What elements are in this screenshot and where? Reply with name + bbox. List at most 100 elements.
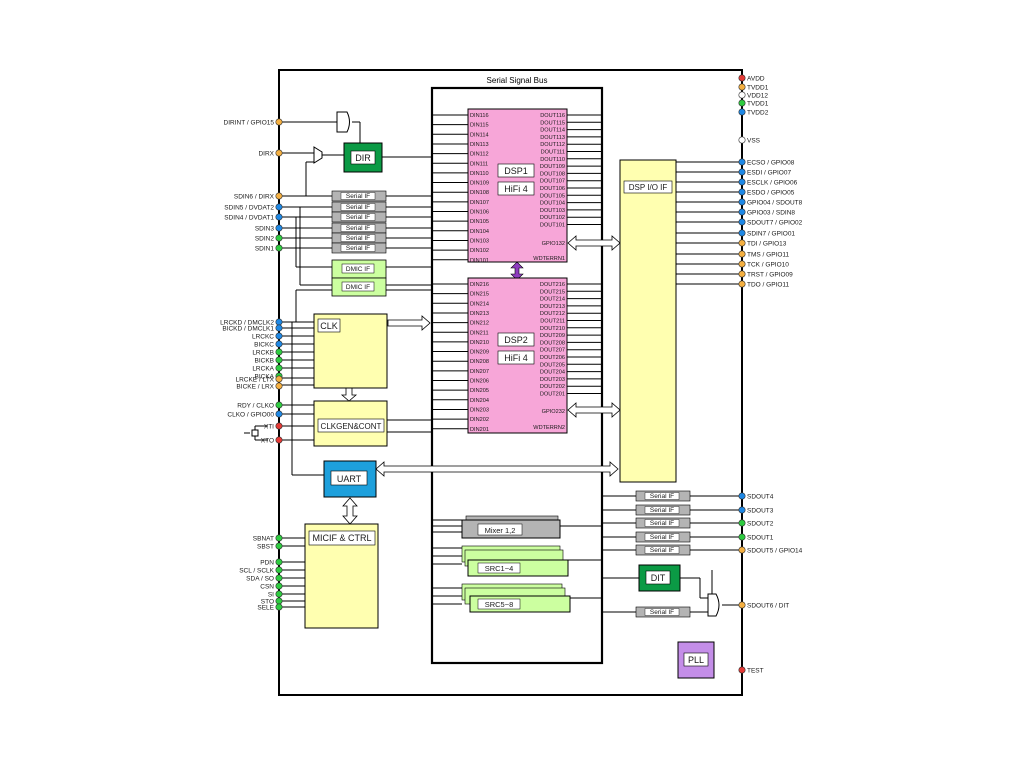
serial-if-right-label-3: Serial IF	[650, 534, 674, 541]
right-6-pin-dot	[738, 218, 746, 226]
bus-title: Serial Signal Bus	[487, 76, 548, 85]
power-4-pin-dot	[738, 108, 746, 116]
dsp1-din-11: DIN105	[470, 219, 489, 225]
right-3-pin-label: ESDO / GPIO05	[747, 189, 795, 196]
dsp2-din-1: DIN215	[470, 292, 489, 298]
left-sdin-3-pin-dot	[275, 224, 283, 232]
right-out-2-pin-label: SDOUT2	[747, 520, 774, 527]
dsp1-dout-0: DOUT116	[540, 113, 565, 119]
right-11-pin-dot	[738, 270, 746, 278]
dsp1-din-0: DIN116	[470, 113, 489, 119]
dsp1-din-14: DIN102	[470, 248, 489, 254]
right-12-pin-label: TDO / GPIO11	[747, 281, 790, 288]
left-gen-0-pin-dot	[275, 401, 283, 409]
serial-if-right-label-5: Serial IF	[650, 609, 674, 616]
dsp1-din-13: DIN103	[470, 238, 489, 244]
dsp1-name: DSP1	[504, 166, 528, 176]
dsp2-din-7: DIN209	[470, 350, 489, 356]
dsp1-dout-4: DOUT112	[540, 142, 565, 148]
wiring	[244, 111, 740, 617]
dsp2-dout-2: DOUT214	[540, 297, 565, 303]
dsp2-din-2: DIN214	[470, 301, 489, 307]
dsp1-dout-5: DOUT111	[541, 150, 565, 156]
dsp2-dout-11: DOUT205	[540, 362, 565, 368]
right-1-pin-label: ESDI / GPIO07	[747, 169, 791, 176]
right-0-pin-label: ECSO / GPIO08	[747, 159, 795, 166]
right-11-pin-label: TRST / GPIO09	[747, 271, 793, 278]
right-out-1-pin-dot	[738, 506, 746, 514]
left-sdin-0-pin-dot	[275, 192, 283, 200]
dsp1-din-12: DIN104	[470, 229, 489, 235]
right-12-pin-dot	[738, 280, 746, 288]
left-clk-8-pin-dot	[275, 375, 283, 383]
dsp2-dout-9: DOUT207	[540, 348, 565, 354]
dsp2-dout-15: DOUT201	[540, 392, 565, 398]
dsp1-dout-8: DOUT108	[540, 171, 565, 177]
right-4-pin-dot	[738, 198, 746, 206]
vss-pin-label: VSS	[747, 137, 761, 144]
right-9-pin-dot	[738, 250, 746, 258]
left-gen-0-pin-label: RDY / CLKO	[237, 402, 274, 409]
vss-pin-dot	[738, 136, 746, 144]
left-clk-4-pin-label: LRCKB	[252, 349, 274, 356]
power-3-pin-dot	[738, 99, 746, 107]
left-micif-7-pin-dot	[275, 597, 283, 605]
dsp-io-if-label: DSP I/O IF	[629, 183, 668, 192]
dsp1-din-10: DIN106	[470, 210, 489, 216]
right-2-pin-label: ESCLK / GPIO06	[747, 179, 798, 186]
dsp2-dout-3: DOUT213	[540, 304, 565, 310]
power-4-pin-label: TVDD2	[747, 109, 769, 116]
serial-signal-bus	[430, 86, 604, 665]
left-sdin-4-pin-dot	[275, 234, 283, 242]
dsp-link-arrow	[510, 261, 524, 281]
left-micif-4-pin-dot	[275, 574, 283, 582]
dir-label: DIR	[355, 153, 371, 163]
left-clk-9-pin-dot	[275, 382, 283, 390]
sdout6-pin-dot	[738, 601, 746, 609]
dsp2-dout-6: DOUT210	[540, 326, 565, 332]
sdout6-pin-label: SDOUT6 / DIT	[747, 602, 789, 609]
dsp1-dout-12: DOUT104	[540, 201, 565, 207]
dsp1-din-7: DIN109	[470, 181, 489, 187]
serial-if-left-label-5: Serial IF	[346, 245, 370, 252]
right-0-pin-dot	[738, 158, 746, 166]
power-0-pin-dot	[738, 74, 746, 82]
left-gen-1-pin-dot	[275, 410, 283, 418]
left-micif-0-pin-label: SBNAT	[253, 535, 274, 542]
right-out-0-pin-label: SDOUT4	[747, 493, 774, 500]
dsp2-din-14: DIN202	[470, 417, 489, 423]
left-sdin-3-pin-label: SDIN3	[255, 225, 275, 232]
dsp1-dout-7: DOUT109	[540, 164, 565, 170]
serial-if-left-label-2: Serial IF	[346, 214, 370, 221]
left-clk-4-pin-dot	[275, 348, 283, 356]
dsp2-din-13: DIN203	[470, 407, 489, 413]
left-sdin-1-pin-dot	[275, 203, 283, 211]
power-0-pin-label: AVDD	[747, 75, 765, 82]
dsp1-din-8: DIN108	[470, 190, 489, 196]
left-gen-3-pin-dot	[275, 436, 283, 444]
dsp1-dout-1: DOUT115	[540, 120, 565, 126]
right-10-pin-label: TCK / GPIO10	[747, 261, 789, 268]
right-8-pin-dot	[738, 239, 746, 247]
dsp2-din-5: DIN211	[470, 330, 489, 336]
right-out-0-pin-dot	[738, 492, 746, 500]
test-pin-label: TEST	[747, 667, 764, 674]
dsp2-dout-4: DOUT212	[540, 311, 565, 317]
left-clk-6-pin-dot	[275, 364, 283, 372]
dsp2-dout-5: DOUT211	[540, 319, 565, 325]
dsp1-dout-10: DOUT106	[540, 186, 565, 192]
dsp1-din-5: DIN111	[470, 161, 488, 167]
left-sdin-2-pin-label: SDIN4 / DVDAT1	[224, 214, 274, 221]
left-gen-1-pin-label: CLKO / GPIO00	[227, 411, 274, 418]
left-micif-3-pin-label: SCL / SCLK	[239, 567, 274, 574]
left-micif-3-pin-dot	[275, 566, 283, 574]
left-clk-3-pin-dot	[275, 340, 283, 348]
dsp-io-if-block	[619, 159, 677, 483]
dsp2-dout-13: DOUT203	[540, 377, 565, 383]
left-sdin-4-pin-label: SDIN2	[255, 235, 275, 242]
dsp2-dout-7: DOUT209	[540, 333, 565, 339]
power-3-pin-label: TVDD1	[747, 100, 769, 107]
right-8-pin-label: TDI / GPIO13	[747, 240, 787, 247]
